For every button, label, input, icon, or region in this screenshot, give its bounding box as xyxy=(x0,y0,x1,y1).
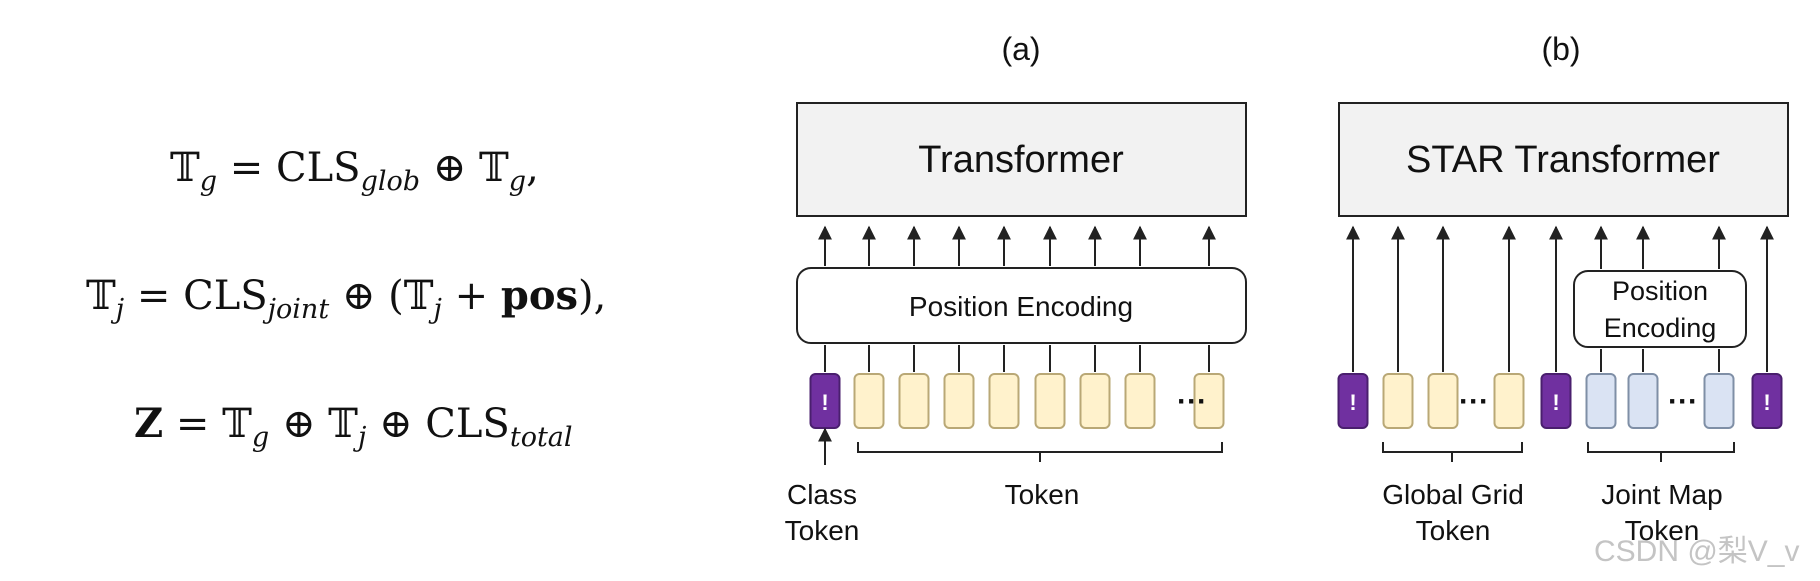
ellipsis-a: ··· xyxy=(1177,385,1207,418)
joint-map-token xyxy=(1703,373,1735,429)
token-bracket-a xyxy=(857,442,1223,462)
tokens-b: !!! xyxy=(1337,373,1783,429)
token-a xyxy=(1193,373,1225,429)
panel-b: (b) STAR Transformer Position Encoding !… xyxy=(1337,31,1789,546)
token-a xyxy=(1124,373,1156,429)
tokens-a: ! xyxy=(809,373,1225,429)
token-a xyxy=(988,373,1020,429)
position-encoding-box-a xyxy=(796,267,1247,344)
equation-total: Z = 𝕋g ⊕ 𝕋j ⊕ CLStotal xyxy=(134,400,573,453)
transformer-label-a: Transformer xyxy=(918,139,1124,181)
token-a xyxy=(898,373,930,429)
class-token-b-symbol: ! xyxy=(1763,390,1770,415)
global-grid-bracket xyxy=(1382,442,1523,462)
global-grid-token xyxy=(1493,373,1525,429)
transformer-box-a xyxy=(796,102,1247,217)
panel-b-label: (b) xyxy=(1541,31,1580,67)
global-grid-token xyxy=(1382,373,1414,429)
class-token-b-symbol: ! xyxy=(1552,390,1559,415)
class-token-b xyxy=(1751,373,1783,429)
equation-global: 𝕋g = CLSglob ⊕ 𝕋g, xyxy=(170,145,539,197)
arrows-a-top xyxy=(818,225,1216,372)
class-token-caption-line2: Token xyxy=(785,515,860,546)
panel-a: (a) Transformer Position Encoding ! ··· … xyxy=(785,31,1247,546)
global-grid-caption-line2: Token xyxy=(1416,515,1491,546)
token-a xyxy=(1079,373,1111,429)
panel-a-label: (a) xyxy=(1001,31,1040,67)
position-encoding-box-b xyxy=(1573,270,1747,348)
ellipsis-b-joint: ··· xyxy=(1668,385,1698,418)
watermark: CSDN @梨V_v xyxy=(1594,535,1800,568)
joint-map-caption-line1: Joint Map xyxy=(1601,479,1722,510)
class-token-b xyxy=(1337,373,1369,429)
joint-map-token xyxy=(1627,373,1659,429)
class-token-b-symbol: ! xyxy=(1349,390,1356,415)
token-a xyxy=(853,373,885,429)
joint-map-token xyxy=(1585,373,1617,429)
arrows-b-top xyxy=(1346,225,1774,372)
token-a xyxy=(1034,373,1066,429)
transformer-label-b: STAR Transformer xyxy=(1406,139,1720,181)
class-token-b xyxy=(1540,373,1572,429)
ellipsis-b-grid: ··· xyxy=(1459,385,1489,418)
token-a xyxy=(943,373,975,429)
joint-map-caption-line2: Token xyxy=(1625,515,1700,546)
position-encoding-label-b-line2: Encoding xyxy=(1604,313,1717,343)
joint-map-bracket xyxy=(1587,442,1735,462)
position-encoding-label-a: Position Encoding xyxy=(909,291,1133,322)
global-grid-token xyxy=(1427,373,1459,429)
class-token-caption-line1: Class xyxy=(787,479,857,510)
class-token-a-symbol: ! xyxy=(821,390,828,415)
global-grid-caption-line1: Global Grid xyxy=(1382,479,1524,510)
transformer-box-b xyxy=(1338,102,1789,217)
equation-joint: 𝕋j = CLSjoint ⊕ (𝕋j + pos), xyxy=(86,272,607,325)
position-encoding-label-b-line1: Position xyxy=(1612,276,1708,306)
token-caption-a: Token xyxy=(1005,479,1080,510)
